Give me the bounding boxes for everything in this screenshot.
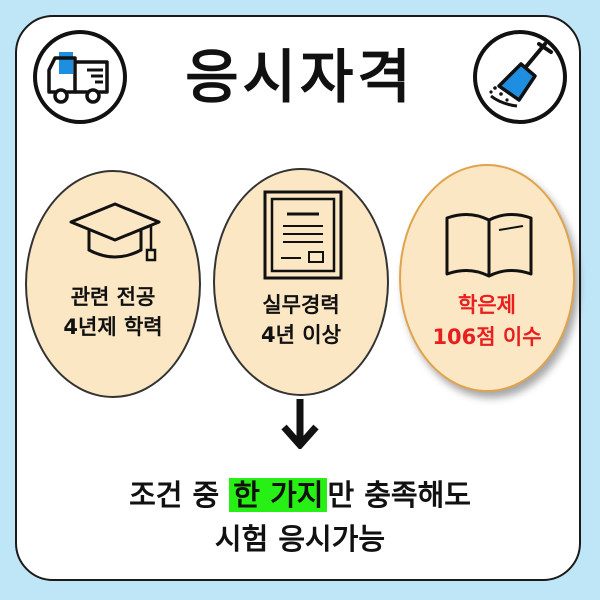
- page-title: 응시자격: [185, 43, 415, 111]
- shovel-icon: [489, 42, 553, 108]
- truck-icon: [47, 52, 109, 104]
- open-book-icon: [445, 213, 533, 278]
- requirement-credit-bank-line2: 106점 이수: [432, 325, 542, 349]
- requirement-credit-bank-line1: 학은제: [458, 293, 516, 317]
- down-arrow-icon: [281, 399, 319, 449]
- condition-highlight: 한 가지: [229, 478, 328, 512]
- certificate-icon: [263, 190, 343, 280]
- condition-prefix: 조건 중: [129, 478, 230, 512]
- condition-line2: 시험 응시가능: [214, 522, 386, 556]
- condition-suffix: 만 충족해도: [327, 478, 471, 512]
- requirement-experience-line1: 실무경력: [262, 293, 340, 317]
- requirement-experience-line2: 4년 이상: [261, 323, 341, 347]
- requirement-major-line1: 관련 전공: [70, 285, 156, 309]
- shovel-badge: [473, 30, 567, 124]
- requirement-major: 관련 전공 4년제 학력: [25, 170, 201, 398]
- graduation-cap-icon: [69, 202, 161, 262]
- requirement-experience: 실무경력 4년 이상: [213, 168, 389, 396]
- requirement-credit-bank: 학은제 106점 이수: [399, 164, 575, 392]
- truck-badge: [33, 30, 127, 124]
- requirement-major-line2: 4년제 학력: [63, 315, 163, 339]
